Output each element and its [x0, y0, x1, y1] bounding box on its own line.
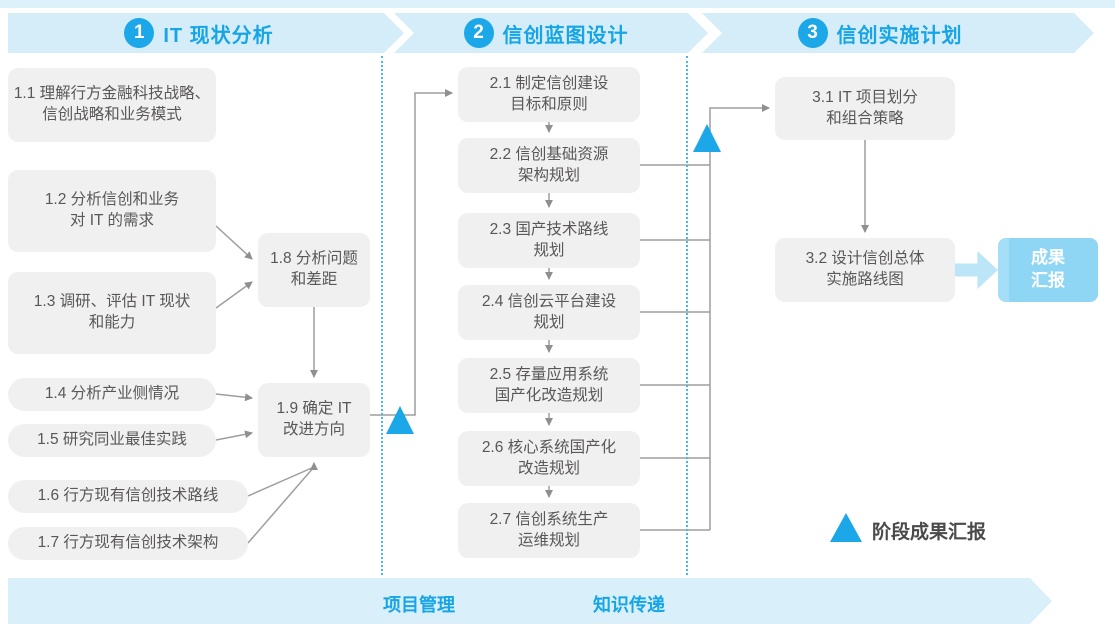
task-box-2-2: 2.2 信创基础资源 架构规划	[458, 138, 640, 193]
footer-label-knowledge-transfer: 知识传递	[593, 595, 665, 615]
task-box-2-3: 2.3 国产技术路线 规划	[458, 213, 640, 268]
task-box-2-2-line2: 架构规划	[517, 166, 580, 184]
task-box-1-6: 1.6 行方现有信创技术路线	[8, 480, 248, 513]
phase-title-1: IT 现状分析	[163, 24, 274, 47]
task-box-2-4: 2.4 信创云平台建设 规划	[458, 285, 640, 340]
task-box-2-5-line2: 国产化改造规划	[494, 386, 604, 404]
task-box-2-4-line2: 规划	[533, 313, 565, 331]
task-box-1-3: 1.3 调研、评估 IT 现状 和能力	[8, 272, 216, 354]
phase-number-badge-2: 2	[464, 18, 494, 48]
task-box-2-6: 2.6 核心系统国产化 改造规划	[458, 431, 640, 486]
task-box-3-2-line2: 实施路线图	[826, 271, 904, 288]
task-box-1-2-line2: 对 IT 的需求	[69, 212, 155, 229]
task-box-2-1-line1: 2.1 制定信创建设	[489, 74, 609, 92]
task-box-1-1-line2: 信创战略和业务模式	[42, 106, 182, 123]
task-box-1-1-line1: 1.1 理解行方金融科技战略、	[13, 85, 211, 103]
task-box-1-4: 1.4 分析产业侧情况	[8, 378, 216, 411]
phase-banner-1: 1 IT 现状分析	[8, 13, 404, 53]
task-box-1-9-line1: 1.9 确定 IT	[276, 400, 352, 418]
task-box-3-1: 3.1 IT 项目划分 和组合策略	[775, 77, 955, 140]
legend-triangle-icon	[830, 513, 862, 542]
task-box-1-4-line1: 1.4 分析产业侧情况	[44, 385, 180, 403]
result-badge-stripe	[998, 238, 1009, 302]
phase-banner-3: 3 信创实施计划	[702, 13, 1094, 53]
task-box-3-1-line2: 和组合策略	[826, 109, 904, 127]
task-box-1-9-line2: 改进方向	[282, 421, 345, 438]
phase-title-3: 信创实施计划	[836, 24, 963, 47]
task-box-2-1-line2: 目标和原则	[510, 95, 588, 113]
result-badge-line2: 汇报	[1031, 271, 1065, 290]
phase-separator-1	[381, 56, 383, 575]
task-box-2-7: 2.7 信创系统生产 运维规划	[458, 503, 640, 558]
task-box-1-3-line2: 和能力	[88, 314, 136, 331]
milestone-triangle-phase1	[386, 406, 414, 434]
task-box-1-2: 1.2 分析信创和业务 对 IT 的需求	[8, 170, 216, 252]
task-box-1-9: 1.9 确定 IT 改进方向	[258, 383, 370, 457]
task-box-2-6-line2: 改造规划	[517, 459, 580, 477]
phase-banner-2: 2 信创蓝图设计	[394, 13, 708, 53]
task-box-2-4-line1: 2.4 信创云平台建设	[481, 292, 617, 310]
legend-label: 阶段成果汇报	[872, 522, 987, 543]
footer-label-project-management: 项目管理	[383, 595, 455, 615]
task-box-2-1: 2.1 制定信创建设 目标和原则	[458, 67, 640, 122]
task-box-3-2: 3.2 设计信创总体 实施路线图	[775, 238, 955, 302]
task-box-2-7-line1: 2.7 信创系统生产	[489, 510, 609, 528]
top-decorative-strip	[0, 0, 1115, 8]
phase-title-2: 信创蓝图设计	[502, 24, 629, 47]
task-box-2-6-line1: 2.6 核心系统国产化	[481, 438, 617, 456]
phase-separator-2	[686, 56, 688, 575]
task-box-3-1-line1: 3.1 IT 项目划分	[812, 88, 918, 106]
result-badge: 成果 汇报	[998, 238, 1098, 302]
task-box-1-8: 1.8 分析问题 和差距	[258, 233, 370, 307]
task-box-3-2-line1: 3.2 设计信创总体	[805, 250, 925, 268]
task-box-2-5: 2.5 存量应用系统 国产化改造规划	[458, 358, 640, 413]
task-box-1-8-line1: 1.8 分析问题	[270, 250, 358, 268]
milestone-triangle-phase2	[693, 124, 721, 152]
task-box-1-5-line1: 1.5 研究同业最佳实践	[37, 431, 187, 449]
task-box-2-3-line2: 规划	[533, 241, 565, 259]
task-box-1-7-line1: 1.7 行方现有信创技术架构	[37, 534, 219, 552]
task-box-1-8-line2: 和差距	[290, 271, 338, 288]
footer-banner	[8, 578, 1052, 624]
phase-number-badge-3: 3	[798, 18, 828, 48]
task-box-1-7: 1.7 行方现有信创技术架构	[8, 527, 248, 560]
task-box-2-5-line1: 2.5 存量应用系统	[489, 365, 609, 383]
task-box-1-6-line1: 1.6 行方现有信创技术路线	[37, 487, 219, 505]
task-box-1-3-line1: 1.3 调研、评估 IT 现状	[33, 293, 191, 311]
task-box-2-3-line1: 2.3 国产技术路线	[489, 220, 609, 238]
result-badge-line1: 成果	[1031, 248, 1065, 268]
task-box-1-5: 1.5 研究同业最佳实践	[8, 424, 216, 457]
task-box-1-1: 1.1 理解行方金融科技战略、 信创战略和业务模式	[8, 68, 216, 142]
task-box-2-7-line2: 运维规划	[517, 531, 580, 549]
phase-number-badge-1: 1	[124, 18, 154, 48]
task-box-2-2-line1: 2.2 信创基础资源	[489, 145, 609, 163]
task-box-1-2-line1: 1.2 分析信创和业务	[44, 191, 180, 209]
